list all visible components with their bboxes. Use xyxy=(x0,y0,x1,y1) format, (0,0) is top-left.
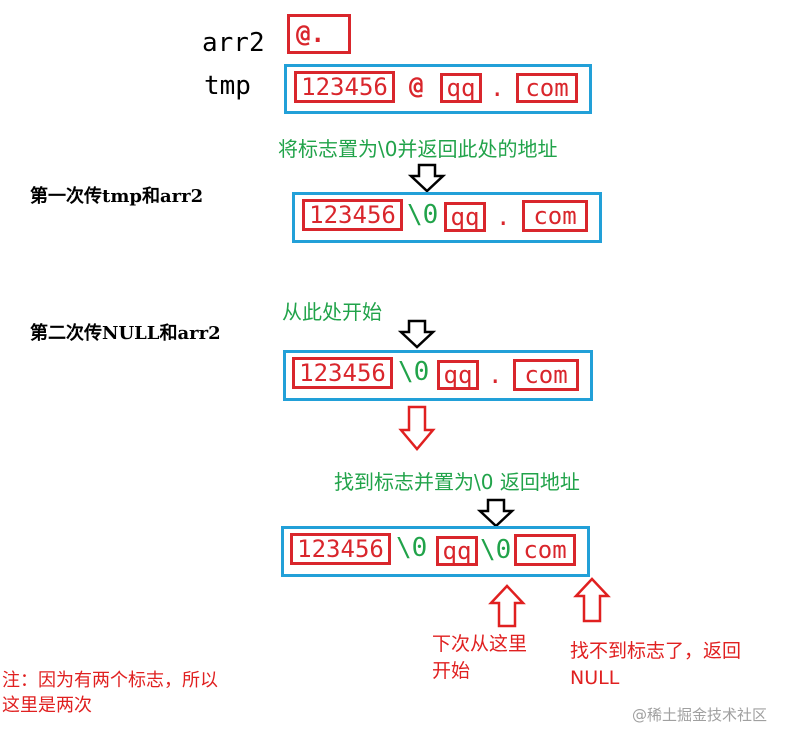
tmp-string-box xyxy=(284,64,592,114)
row1-null-char: \0 xyxy=(407,200,439,230)
row2-com-box: com xyxy=(513,359,579,391)
down-arrow-2 xyxy=(397,319,437,349)
red-down-arrow xyxy=(398,405,436,451)
row2-qq-box: qq xyxy=(437,360,479,390)
note-not-found: 找不到标志了，返回 NULL xyxy=(570,640,742,689)
red-up-arrow-1 xyxy=(488,584,526,628)
row1-qq-box: qq xyxy=(444,202,486,232)
footnote: 注：因为有两个标志，所以 这里是两次 xyxy=(2,670,218,717)
red-up-arrow-2 xyxy=(573,577,611,623)
row1-box xyxy=(292,192,602,243)
row1-num-box: 123456 xyxy=(302,199,403,231)
down-arrow-1 xyxy=(407,163,447,193)
first-call-label: 第一次传tmp和arr2 xyxy=(30,186,204,207)
row0-dot: . xyxy=(490,74,505,102)
row2-num-box: 123456 xyxy=(292,357,393,389)
row0-at: @ xyxy=(409,72,424,100)
row2-dot: . xyxy=(488,361,503,389)
arr2-box: @. xyxy=(287,14,351,54)
row3-box xyxy=(281,526,590,577)
second-call-label: 第二次传NULL和arr2 xyxy=(30,323,221,344)
row1-com-box: com xyxy=(522,200,588,232)
row3-qq-box: qq xyxy=(436,536,478,566)
row0-qq-box: qq xyxy=(440,73,482,103)
row3-num-box: 123456 xyxy=(290,533,391,565)
row3-null-char-1: \0 xyxy=(396,533,428,563)
tmp-label: tmp xyxy=(204,71,251,101)
row3-com-box: com xyxy=(514,534,576,566)
arr2-label: arr2 xyxy=(202,28,265,58)
down-arrow-3 xyxy=(476,498,516,528)
note-next-start: 下次从这里 开始 xyxy=(432,633,528,682)
row3-null-char-2: \0 xyxy=(480,535,512,565)
row0-num-box: 123456 xyxy=(294,71,395,103)
note-set-null: 将标志置为\0并返回此处的地址 xyxy=(278,137,558,161)
row0-com-box: com xyxy=(516,73,578,103)
watermark: @稀土掘金技术社区 xyxy=(632,706,768,724)
note-from-here: 从此处开始 xyxy=(282,300,382,324)
row2-box xyxy=(283,350,593,401)
row2-null-char: \0 xyxy=(398,357,430,387)
note-find-set: 找到标志并置为\0 返回地址 xyxy=(334,470,580,494)
row1-dot: . xyxy=(496,203,511,231)
